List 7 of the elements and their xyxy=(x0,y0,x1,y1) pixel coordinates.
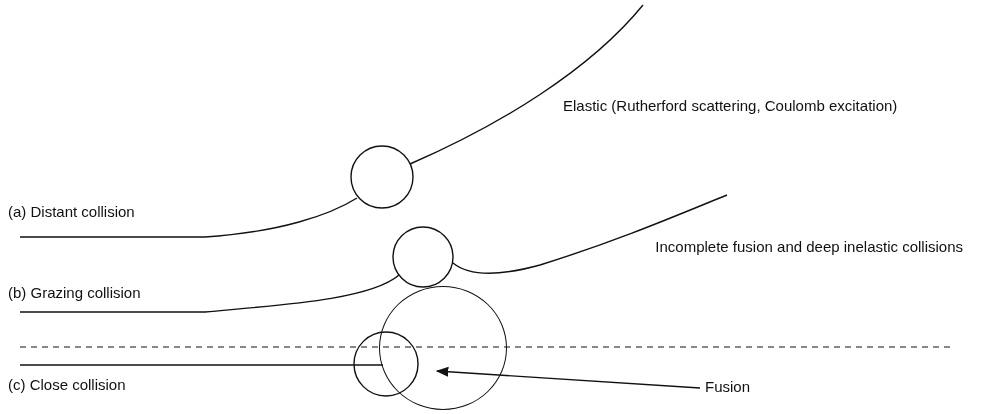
callout-text: Fusion xyxy=(700,377,760,397)
annotation-text: Incomplete fusion and deep inelastic collisions xyxy=(654,237,963,257)
leader-arrow xyxy=(435,366,701,389)
annotation-text: (c) Close collision xyxy=(8,376,126,394)
annotation-text: (b) Grazing collision xyxy=(8,284,141,302)
annotation-text: Elastic (Rutherford scattering, Coulomb excitation) xyxy=(563,97,898,115)
annotation-text: (a) Distant collision xyxy=(8,203,135,221)
